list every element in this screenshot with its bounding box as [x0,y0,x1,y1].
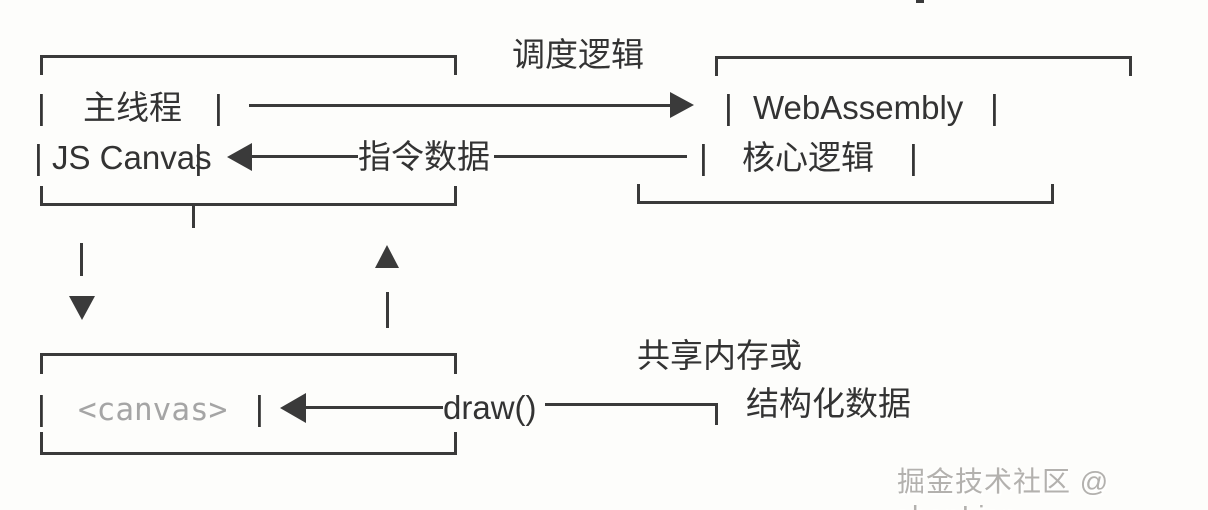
canvas-box-top-left-tick [40,353,43,374]
js-canvas-label: JS Canvas [52,139,212,176]
arrowhead-left-icon [280,393,306,423]
main-box-top-line [40,55,457,58]
wasm-box-bottom-left-tick [637,184,640,204]
main-thread-label: 主线程 [83,89,182,126]
main-box-bottom-right-tick [454,186,457,206]
wasm-box-top-left-tick [715,56,718,76]
arrowhead-down-icon [69,296,95,320]
main-box-bottom-left-tick [40,186,43,206]
canvas-box-bottom-left-tick [40,432,43,453]
webassembly-label: WebAssembly [753,89,964,126]
pipe-glyph: | [214,89,223,127]
pipe-glyph: | [37,89,46,127]
shared-memory-note-line1: 共享内存或 [637,337,802,374]
watermark: 掘金技术社区 @ shanLion [897,466,1110,510]
main-box-top-right-tick [454,55,457,75]
main-box-bottom-line [40,203,457,206]
arrowhead-up-icon [375,245,399,268]
canvas-box-top-line [40,353,457,356]
main-box-bottom-stub [192,205,195,228]
pipe-glyph: | [194,139,203,177]
schedule-logic-label: 调度逻辑 [512,36,644,73]
core-logic-label: 核心逻辑 [742,139,874,176]
instruction-data-label: 指令数据 [358,138,490,175]
draw-arrow-corner-stub [715,403,718,425]
pipe-glyph: | [724,89,733,127]
wasm-box-top-right-tick [1129,56,1132,76]
up-flow-line [386,292,389,328]
arrowhead-right-icon [670,92,694,118]
pipe-glyph: | [37,390,46,428]
instruction-arrow-line-left [251,155,358,158]
pipe-glyph: | [255,390,264,428]
pipe-glyph: | [699,139,708,177]
canvas-box-top-right-tick [454,353,457,374]
wasm-box-bottom-line [637,201,1054,204]
shared-memory-note-line2: 结构化数据 [746,385,911,422]
pipe-glyph: | [990,89,999,127]
wasm-box-bottom-right-tick [1051,184,1054,204]
main-box-top-left-tick [40,55,43,75]
draw-call-label: draw() [443,389,537,426]
pipe-glyph: | [34,139,43,177]
canvas-tag-label: <canvas> [78,392,228,428]
top-edge-fragment [916,0,924,3]
pipe-glyph: | [909,139,918,177]
schedule-arrow-line [249,104,670,107]
draw-arrow-line-left [303,406,443,409]
canvas-box-bottom-right-tick [454,432,457,453]
instruction-arrow-line-right [494,155,687,158]
arrowhead-left-icon [227,143,252,171]
wasm-box-top-line [715,56,1132,59]
draw-arrow-line-right [545,403,718,406]
canvas-box-bottom-line [40,452,457,455]
down-flow-line [80,243,83,276]
